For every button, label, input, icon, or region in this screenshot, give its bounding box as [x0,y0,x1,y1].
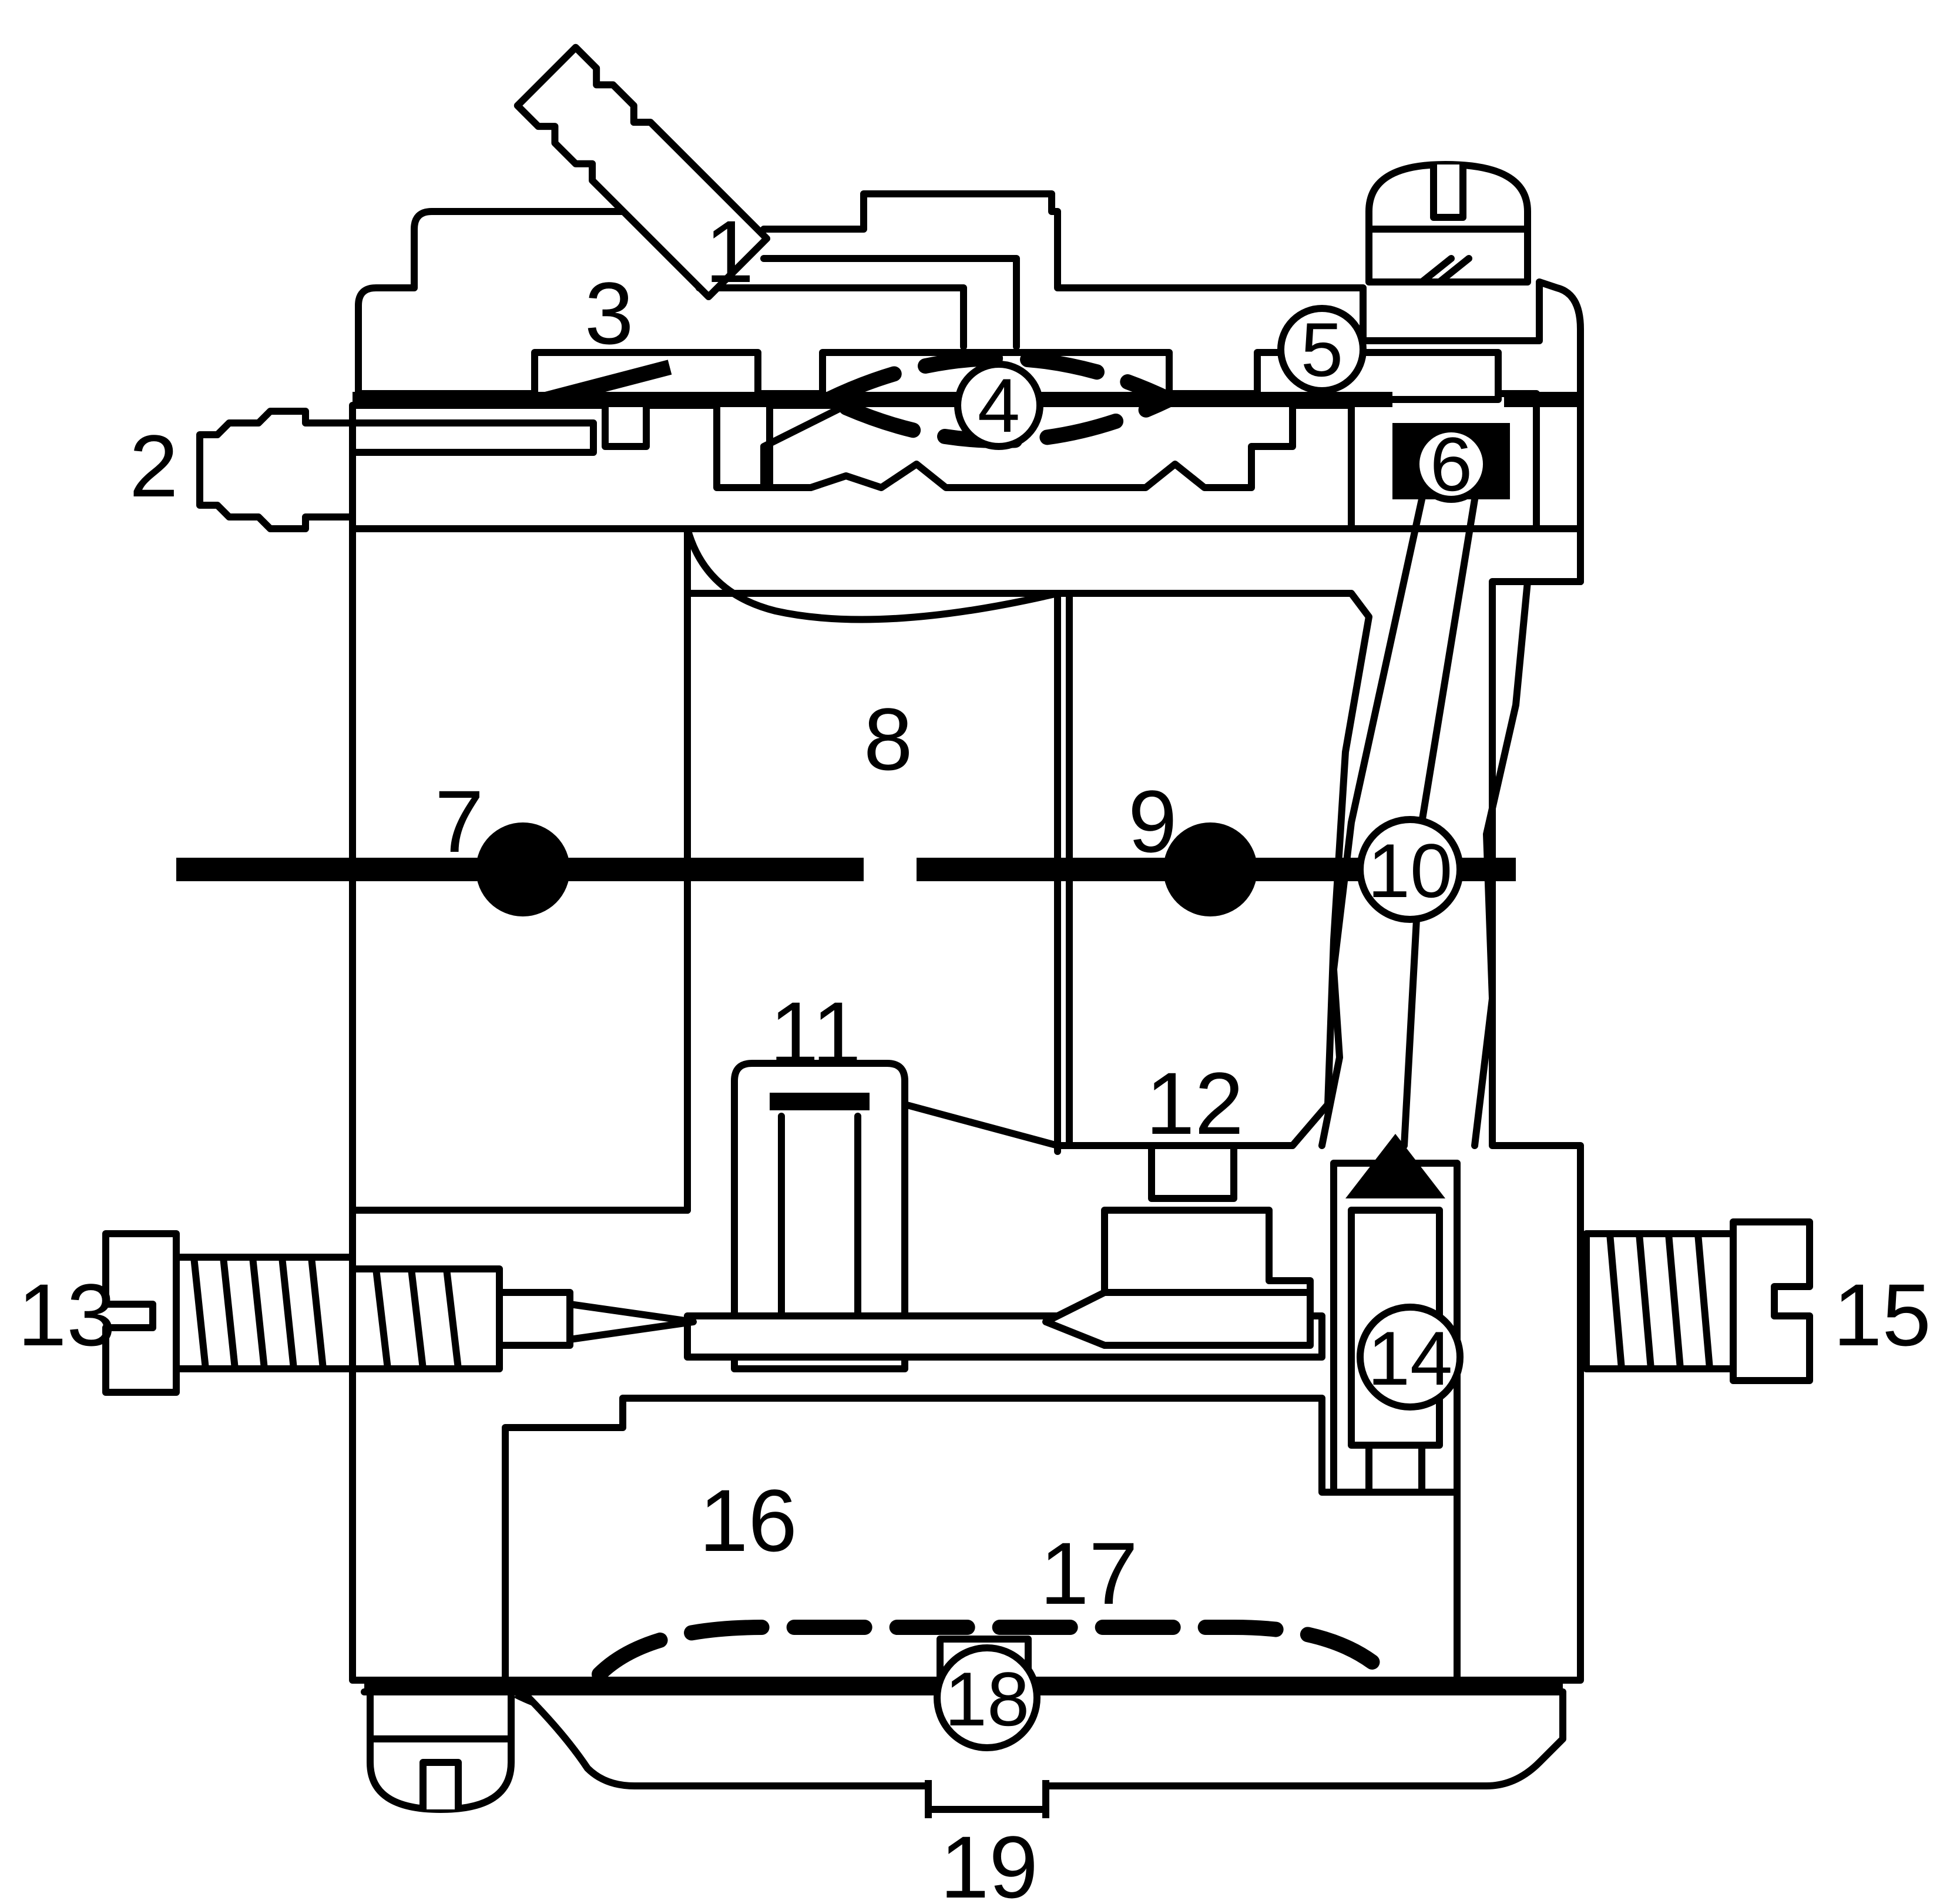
label-1: 1 [705,202,754,301]
pulse-channel [314,419,597,456]
metering-cover [361,1688,1566,1813]
body-wave-right [1471,578,1531,1149]
label-7: 7 [435,772,484,871]
low-speed-needle-13 [102,1230,697,1396]
label-11: 11 [770,983,861,1082]
idle-port-12 [1148,1142,1237,1202]
label-13: 13 [18,1265,116,1364]
label-16: 16 [699,1471,797,1570]
callout-circle-10 [1357,816,1464,923]
label-10: 10 [1368,828,1453,914]
label-6: 6 [1430,421,1472,507]
inlet-needle-tip [1345,1134,1445,1198]
label-5: 5 [1301,307,1343,392]
fuel-return-nipple [196,408,356,532]
pump-lower-body [349,402,1355,532]
label-14: 14 [1368,1315,1453,1401]
nozzle-bore [778,1113,861,1325]
nozzle-check-valve [770,1093,870,1110]
label-8: 8 [864,690,912,788]
throttle-valve-9 [1163,822,1257,916]
label-9: 9 [1128,772,1177,871]
callout-circle-4 [954,361,1043,450]
label-19: 19 [940,1818,1038,1904]
vent-opening [925,1780,1049,1818]
choke-valve-7 [476,822,570,916]
label-4: 4 [978,362,1020,448]
inlet-flap-valve [532,360,672,410]
label-18: 18 [945,1656,1030,1742]
fuel-channel-10 [1318,496,1425,1149]
main-nozzle-11 [731,1060,908,1372]
cover-screw-bottom [367,1688,515,1813]
label-3: 3 [585,264,633,362]
callout-circle-18 [934,1644,1041,1751]
callout-circle-14 [1357,1304,1464,1411]
cover-screw-top [1365,161,1531,286]
label-17: 17 [1040,1524,1138,1623]
label-12: 12 [1146,1054,1244,1153]
throttle-bore [684,525,1372,1149]
high-speed-needle-15 [1042,1218,1813,1384]
callout-circle-5 [1277,305,1367,394]
metering-chamber [502,1395,1461,1684]
callout-circle-6 [1412,425,1490,503]
label-15: 15 [1833,1265,1931,1364]
nozzle-slope [901,1101,1061,1155]
label-2: 2 [129,417,178,515]
fuel-inlet-nipple [513,43,771,301]
pump-diaphragm-dashed [821,351,1187,448]
metering-diaphragm-dashed [592,1620,1394,1682]
